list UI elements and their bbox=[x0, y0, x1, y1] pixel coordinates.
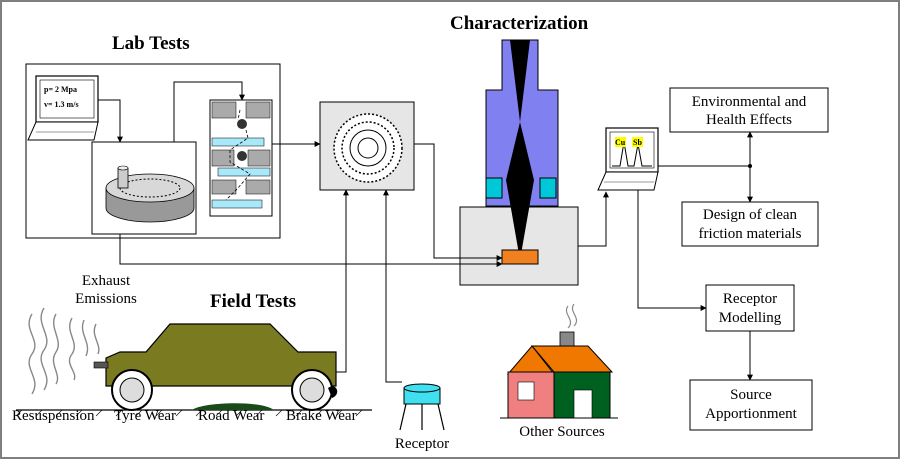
receptor-modelling-box bbox=[705, 284, 795, 332]
receptor-sampler-icon bbox=[399, 383, 445, 431]
other-sources-label: Other Sources bbox=[519, 424, 605, 440]
velocity-text: v= 1.3 m/s bbox=[44, 100, 79, 109]
lab-connectors bbox=[98, 81, 321, 147]
env-health-line1: Environmental and bbox=[692, 94, 807, 110]
receptor-label: Receptor bbox=[395, 436, 449, 452]
lab-tests-heading: Lab Tests bbox=[112, 33, 190, 54]
design-line1: Design of clean bbox=[703, 207, 798, 223]
receptor-modelling-line2: Modelling bbox=[719, 310, 782, 326]
lab-laptop-icon bbox=[27, 75, 99, 141]
brake-wear-label: Brake Wear bbox=[286, 408, 357, 424]
filter-to-sample-arrow bbox=[414, 143, 503, 261]
receptor-modelling-line1: Receptor bbox=[723, 291, 777, 307]
tyre-wear-label: Tyre Wear bbox=[114, 408, 176, 424]
source-apportionment-box bbox=[689, 379, 813, 431]
resuspension-label: Resuspension bbox=[12, 408, 95, 424]
env-health-box bbox=[669, 87, 829, 133]
design-box bbox=[681, 201, 819, 247]
ground-hatch bbox=[15, 409, 363, 417]
road-wear-label: Road Wear bbox=[198, 408, 264, 424]
field-tests-heading: Field Tests bbox=[210, 291, 296, 312]
receptor-to-filter-arrow bbox=[383, 189, 402, 383]
road-wear-deposit-icon bbox=[192, 403, 274, 410]
source-apportionment-line2: Apportionment bbox=[705, 406, 797, 422]
field-to-filter-arrow bbox=[336, 189, 349, 373]
car-icon bbox=[93, 323, 338, 411]
pressure-text: p= 2 Mpa bbox=[44, 85, 77, 94]
lab-to-sample-arrow bbox=[119, 234, 503, 267]
sb-peak-label: Sb bbox=[633, 138, 642, 147]
design-line2: friction materials bbox=[699, 226, 802, 242]
exhaust-label-line2: Emissions bbox=[75, 291, 137, 307]
pin-on-disc-icon bbox=[105, 165, 195, 223]
exhaust-label-line1: Exhaust bbox=[82, 273, 131, 289]
filter-icon bbox=[333, 113, 403, 183]
output-connectors bbox=[637, 131, 753, 381]
electron-microscope-icon bbox=[459, 39, 579, 286]
exhaust-smoke-icon bbox=[28, 307, 100, 395]
impactor-stages-icon bbox=[211, 101, 271, 209]
spectrum-laptop-icon bbox=[597, 127, 659, 191]
sem-to-laptop-arrow bbox=[578, 191, 609, 247]
characterization-heading: Characterization bbox=[450, 13, 589, 34]
source-apportionment-line1: Source bbox=[730, 387, 772, 403]
env-health-line2: Health Effects bbox=[706, 112, 792, 128]
cu-peak-label: Cu bbox=[615, 138, 626, 147]
house-icon bbox=[500, 303, 618, 419]
